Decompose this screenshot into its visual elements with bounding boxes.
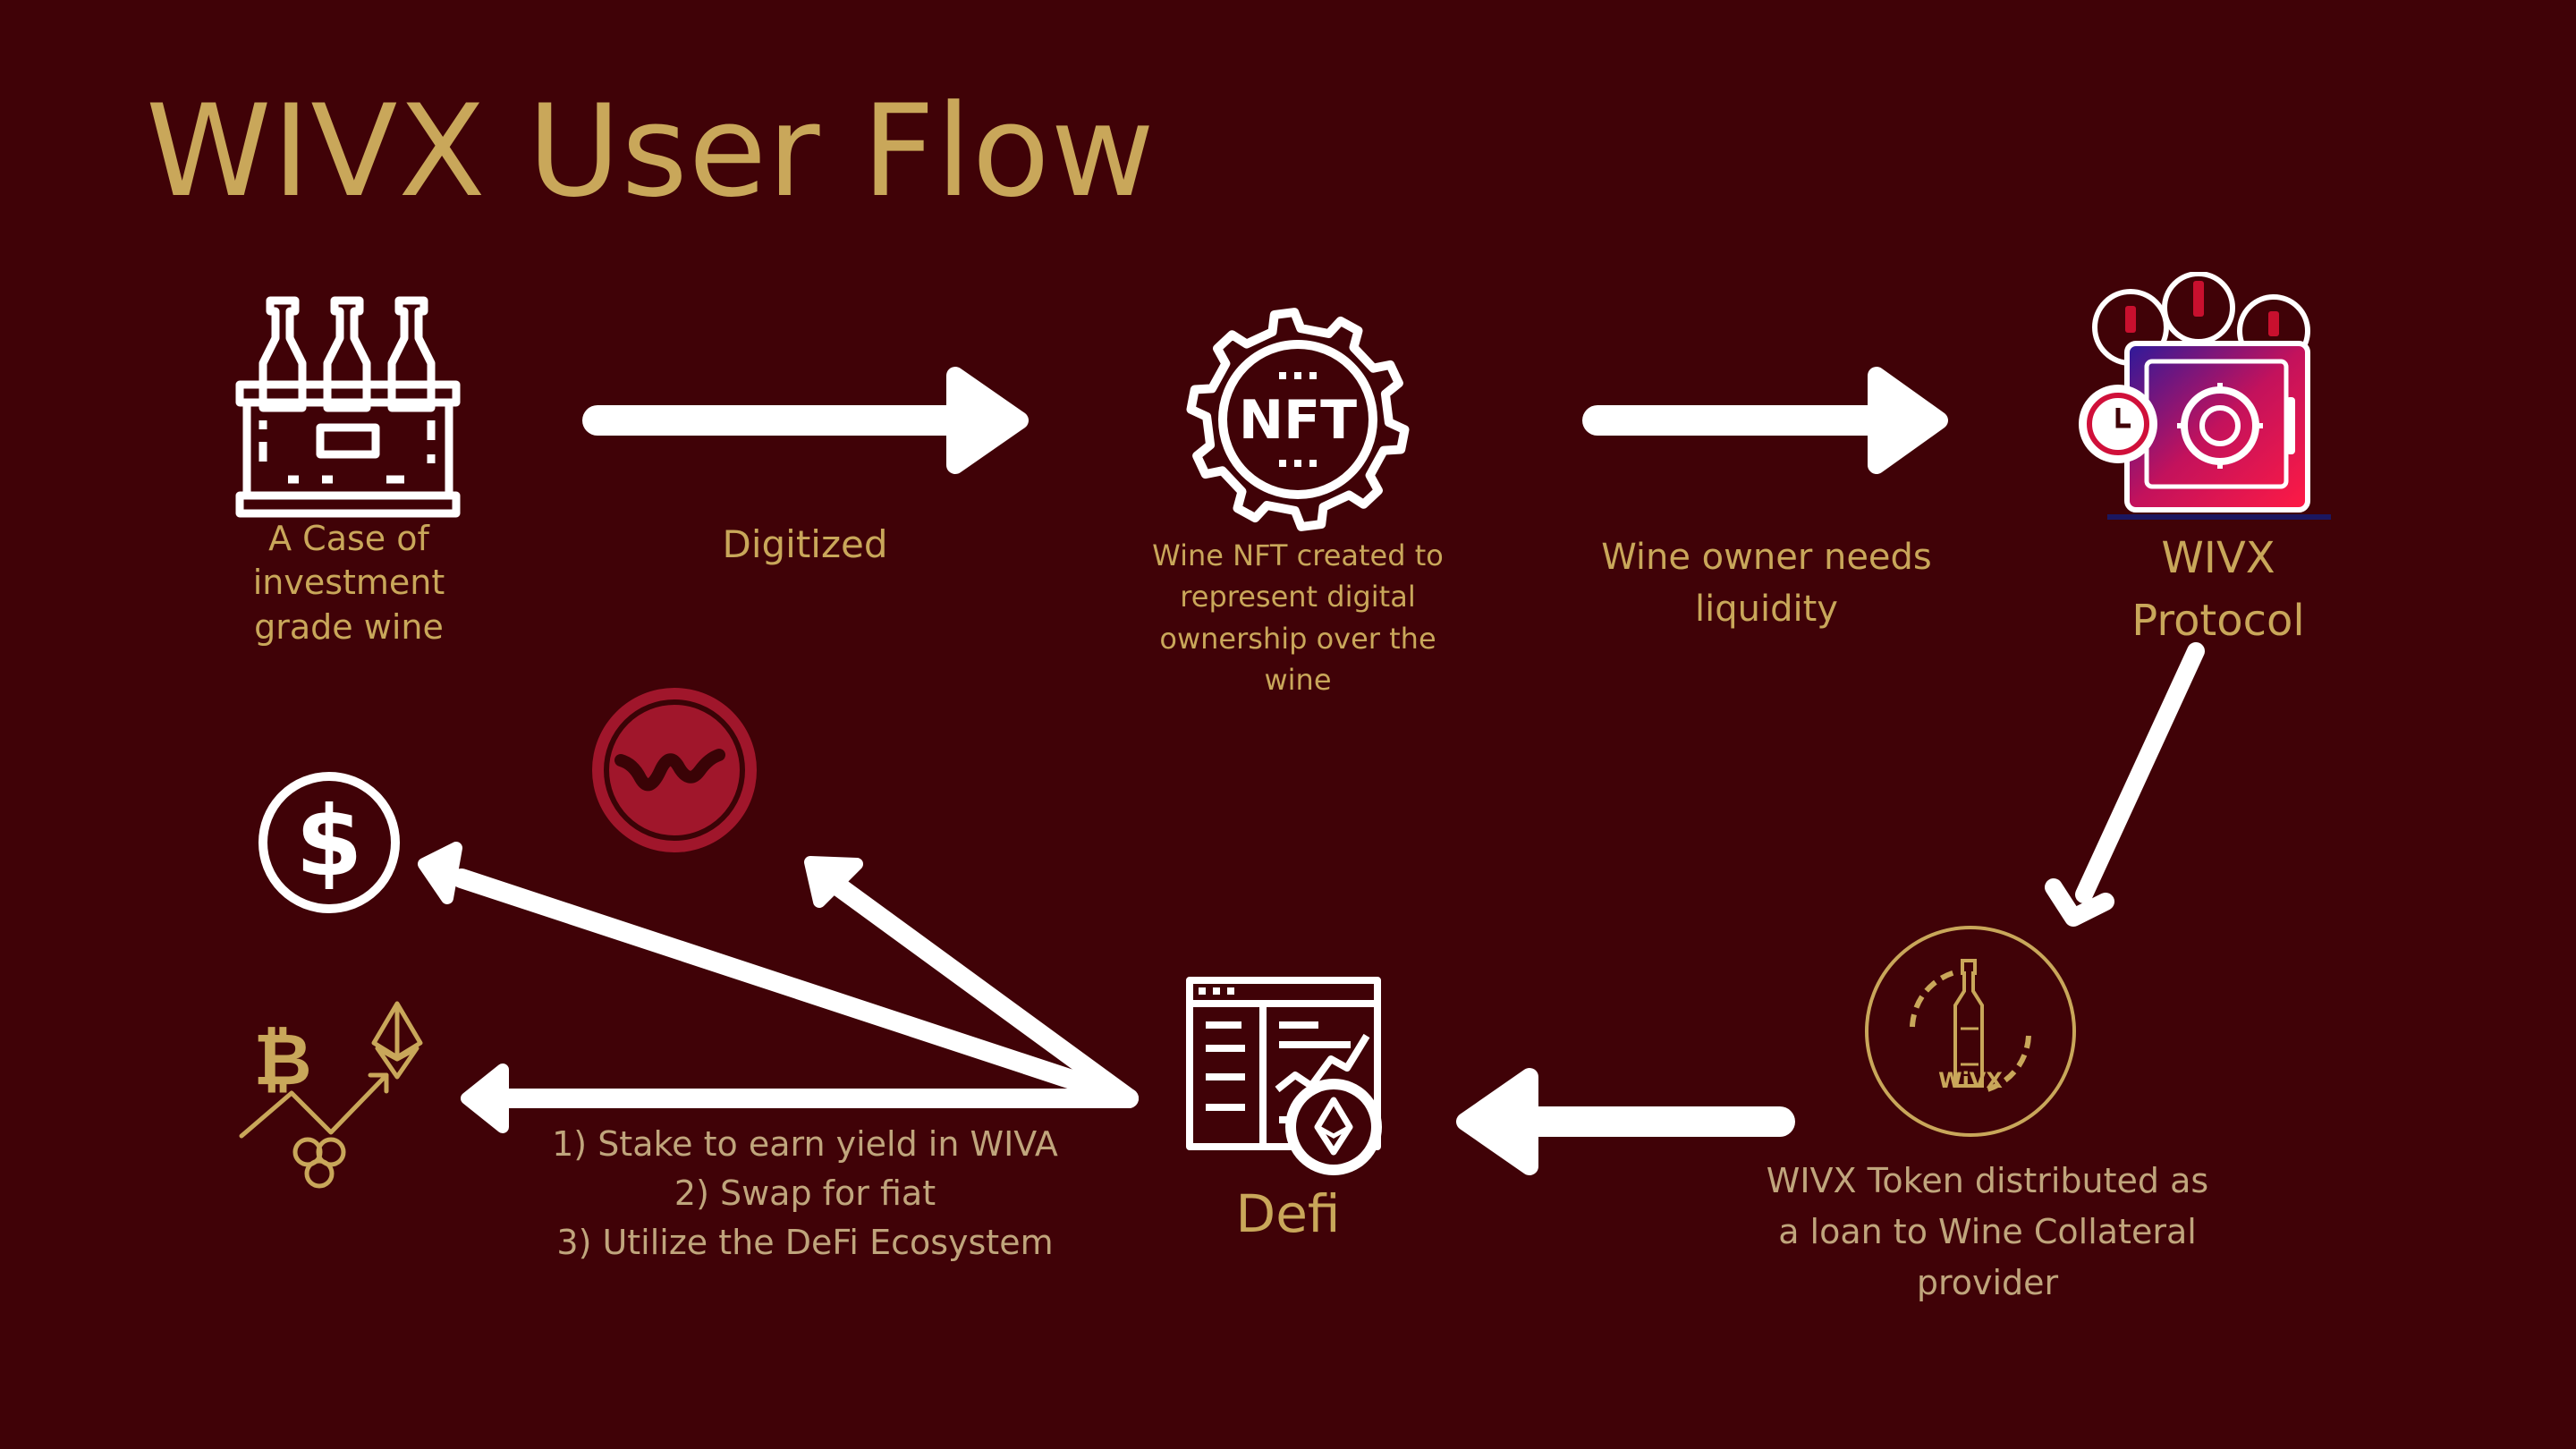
defi-option-ecosystem: 3) Utilize the DeFi Ecosystem xyxy=(556,1223,1054,1263)
vault-icon xyxy=(2079,272,2331,520)
arrow-defi-to-wiva xyxy=(804,856,1139,1108)
crypto-growth-icon: ₿ xyxy=(239,1001,423,1189)
protocol-label: WIVX Protocol xyxy=(2131,533,2305,646)
arrow-protocol-to-token xyxy=(2045,642,2205,927)
nft-gear-icon: NFT xyxy=(1186,308,1410,531)
arrow-defi-to-dollar xyxy=(418,842,1139,1108)
dollar-coin-icon: $ xyxy=(258,772,400,913)
diagram-title: WIVX User Flow xyxy=(146,78,1156,225)
arrow-liquidity xyxy=(1582,367,1948,474)
defi-dashboard-icon xyxy=(1186,977,1382,1175)
wine-case-icon xyxy=(235,296,461,518)
defi-label: Defi xyxy=(1235,1183,1341,1244)
svg-text:₿: ₿ xyxy=(253,1018,311,1101)
wivx-token-icon: WiVX xyxy=(1865,926,2076,1137)
nft-label: Wine NFT created to represent digital ow… xyxy=(1152,538,1444,698)
arrow-token-to-defi xyxy=(1456,1068,1795,1175)
defi-option-swap: 2) Swap for fiat xyxy=(674,1174,936,1214)
nft-icon-text: NFT xyxy=(1239,389,1357,452)
token-label: WIVX Token distributed as a loan to Wine… xyxy=(1766,1161,2209,1302)
arrow-defi-to-crypto xyxy=(461,1063,1139,1133)
wiva-coin-icon xyxy=(592,688,757,852)
defi-option-stake: 1) Stake to earn yield in WIVA xyxy=(552,1124,1058,1164)
liquidity-label: Wine owner needs liquidity xyxy=(1601,537,1932,630)
digitized-label: Digitized xyxy=(722,522,888,566)
defi-options: 1) Stake to earn yield in WIVA 2) Swap f… xyxy=(537,1120,1073,1267)
arrow-digitized xyxy=(582,367,1029,474)
svg-text:$: $ xyxy=(295,786,362,898)
wine-case-label: A Case of investment grade wine xyxy=(252,519,445,647)
wivx-token-text: WiVX xyxy=(1938,1068,2003,1093)
